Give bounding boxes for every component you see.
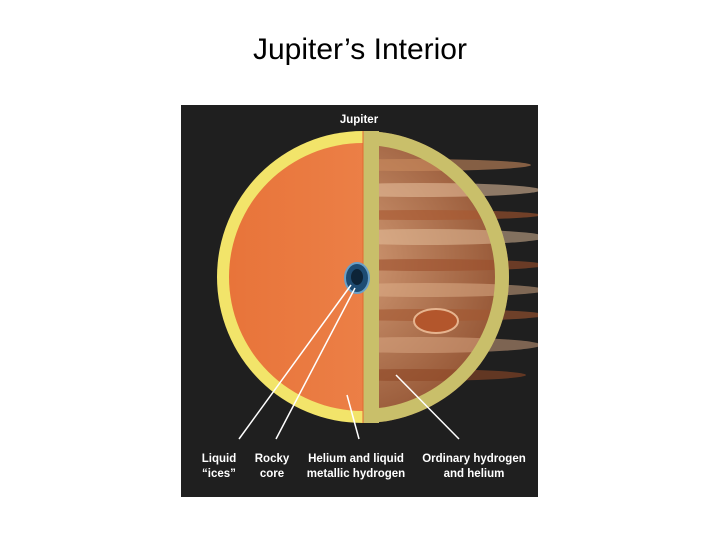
great-red-spot	[413, 308, 459, 334]
label-rocky-core-line1: Rocky	[255, 453, 290, 465]
label-metallic-hydrogen-line2: metallic hydrogen	[307, 468, 405, 480]
jupiter-interior-diagram: Jupiter Liquid “ices” Rocky core Helium …	[181, 105, 538, 497]
label-rocky-core-line2: core	[260, 468, 284, 480]
label-liquid-ices-line1: Liquid	[202, 453, 237, 465]
label-ordinary-hydrogen-line2: and helium	[444, 468, 505, 480]
label-ordinary-hydrogen-line1: Ordinary hydrogen	[422, 453, 526, 465]
rocky-core-layer	[351, 269, 363, 285]
slide-title: Jupiter’s Interior	[253, 33, 467, 66]
atmosphere-band	[363, 131, 509, 423]
cutaway-layers	[217, 131, 363, 423]
diagram-svg: Jupiter Liquid “ices” Rocky core Helium …	[202, 114, 538, 480]
label-liquid-ices-line2: “ices”	[202, 468, 236, 480]
label-metallic-hydrogen-line1: Helium and liquid	[308, 453, 404, 465]
leader-lines	[238, 284, 460, 440]
planet-label: Jupiter	[340, 114, 379, 126]
